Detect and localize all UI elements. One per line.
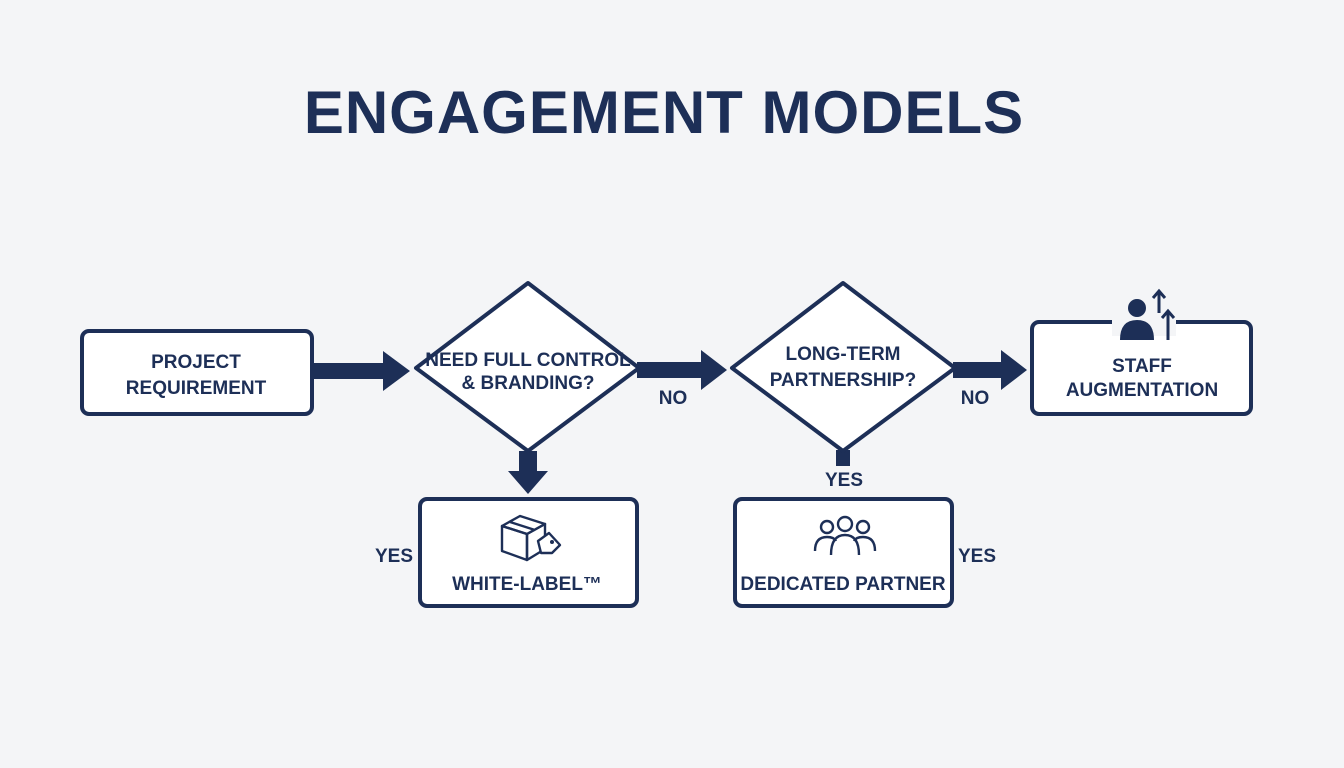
node-staff-augmentation: STAFF AUGMENTATION [1030,288,1253,416]
staff-augmentation-line1: STAFF [1112,356,1172,377]
page-title: ENGAGEMENT MODELS [304,79,1024,146]
decision-partnership-line1: LONG-TERM [785,344,900,365]
arrow-project-to-control [313,351,410,391]
decision-long-term-partnership: LONG-TERM PARTNERSHIP? [730,281,957,453]
decision-full-control-line2: & BRANDING? [462,373,595,394]
label-control-no: NO [659,388,688,409]
package-tag-icon [500,514,562,562]
person-arrows-up-icon [1120,288,1176,340]
label-partnership-yes-side: YES [958,546,996,567]
node-white-label: WHITE-LABEL™ [418,497,639,608]
label-partnership-yes-bottom: YES [825,470,863,491]
node-dedicated-partner: DEDICATED PARTNER [733,497,954,608]
arrow-control-to-white-label [508,451,548,494]
arrow-partnership-to-staff [953,350,1027,390]
label-control-yes: YES [375,546,413,567]
arrow-control-to-partnership [637,350,727,390]
project-requirement-line1: PROJECT [151,352,241,373]
staff-augmentation-line2: AUGMENTATION [1066,380,1218,401]
decision-full-control: NEED FULL CONTROL & BRANDING? [414,281,641,453]
decision-full-control-line1: NEED FULL CONTROL [425,350,631,371]
dedicated-partner-text: DEDICATED PARTNER [740,574,945,595]
decision-partnership-line2: PARTNERSHIP? [770,370,916,391]
team-group-icon [813,515,877,556]
project-requirement-line2: REQUIREMENT [126,378,267,399]
connector-partnership-to-dedicated [836,450,850,466]
white-label-text: WHITE-LABEL™ [452,574,602,595]
node-project-requirement: PROJECT REQUIREMENT [80,329,314,416]
label-partnership-no: NO [961,388,990,409]
